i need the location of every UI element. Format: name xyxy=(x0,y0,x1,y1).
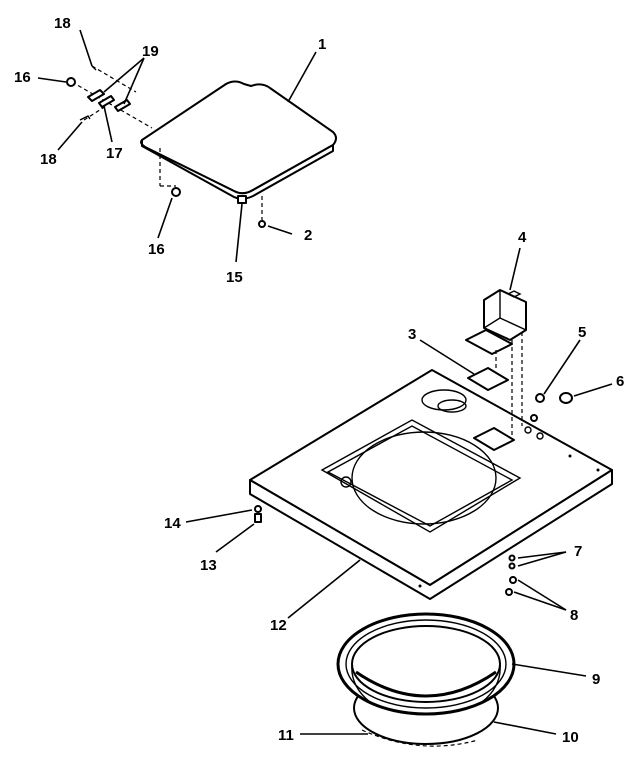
screw-2 xyxy=(258,220,266,228)
callout-17: 17 xyxy=(106,145,123,162)
lid-stop-15 xyxy=(237,195,247,204)
hinge-hardware xyxy=(66,65,266,228)
washer-7b xyxy=(508,562,516,570)
nut-8a xyxy=(509,576,517,584)
washer-14 xyxy=(254,505,262,513)
nut-16-upper xyxy=(66,77,76,87)
callout-labels: 1 2 3 4 5 6 7 8 9 10 11 12 13 14 15 16 1… xyxy=(14,15,624,746)
top-panel xyxy=(249,367,613,600)
fasteners-7-8-13-14 xyxy=(254,505,517,596)
screw-5 xyxy=(535,393,545,403)
hinge-bracket-left xyxy=(87,89,105,102)
screw-18-lower xyxy=(79,115,91,121)
callout-6: 6 xyxy=(616,373,624,390)
callout-5: 5 xyxy=(578,324,586,341)
callout-9: 9 xyxy=(592,671,600,688)
callout-16-upper: 16 xyxy=(14,69,31,86)
plug-6 xyxy=(559,392,573,404)
callout-8: 8 xyxy=(570,607,578,624)
callout-16-lower: 16 xyxy=(148,241,165,258)
screw-13 xyxy=(254,513,262,523)
washer-7a xyxy=(508,554,516,562)
nut-8b xyxy=(505,588,513,596)
callout-15: 15 xyxy=(226,269,243,286)
grommet-lower xyxy=(473,427,515,451)
callout-4: 4 xyxy=(518,229,527,246)
callout-14: 14 xyxy=(164,515,181,532)
lid-switch xyxy=(465,289,527,436)
callout-1: 1 xyxy=(318,36,326,53)
hinge-17 xyxy=(98,95,115,108)
fasteners-5-6 xyxy=(530,392,573,422)
tub-ring xyxy=(336,612,516,747)
callout-12: 12 xyxy=(270,617,287,634)
grommet-3 xyxy=(467,367,509,391)
callout-19: 19 xyxy=(142,43,159,60)
callout-13: 13 xyxy=(200,557,217,574)
lid xyxy=(140,80,337,204)
hinge-bracket-right xyxy=(114,99,131,112)
callout-18-lower: 18 xyxy=(40,151,57,168)
callout-2: 2 xyxy=(304,227,312,244)
callout-10: 10 xyxy=(562,729,579,746)
callout-7: 7 xyxy=(574,543,582,560)
leader-lines xyxy=(37,29,613,735)
screw-18-upper xyxy=(91,65,97,71)
callout-18-upper: 18 xyxy=(54,15,71,32)
callout-11: 11 xyxy=(278,727,294,744)
callout-3: 3 xyxy=(408,326,416,343)
nut-16-lower xyxy=(171,187,181,197)
